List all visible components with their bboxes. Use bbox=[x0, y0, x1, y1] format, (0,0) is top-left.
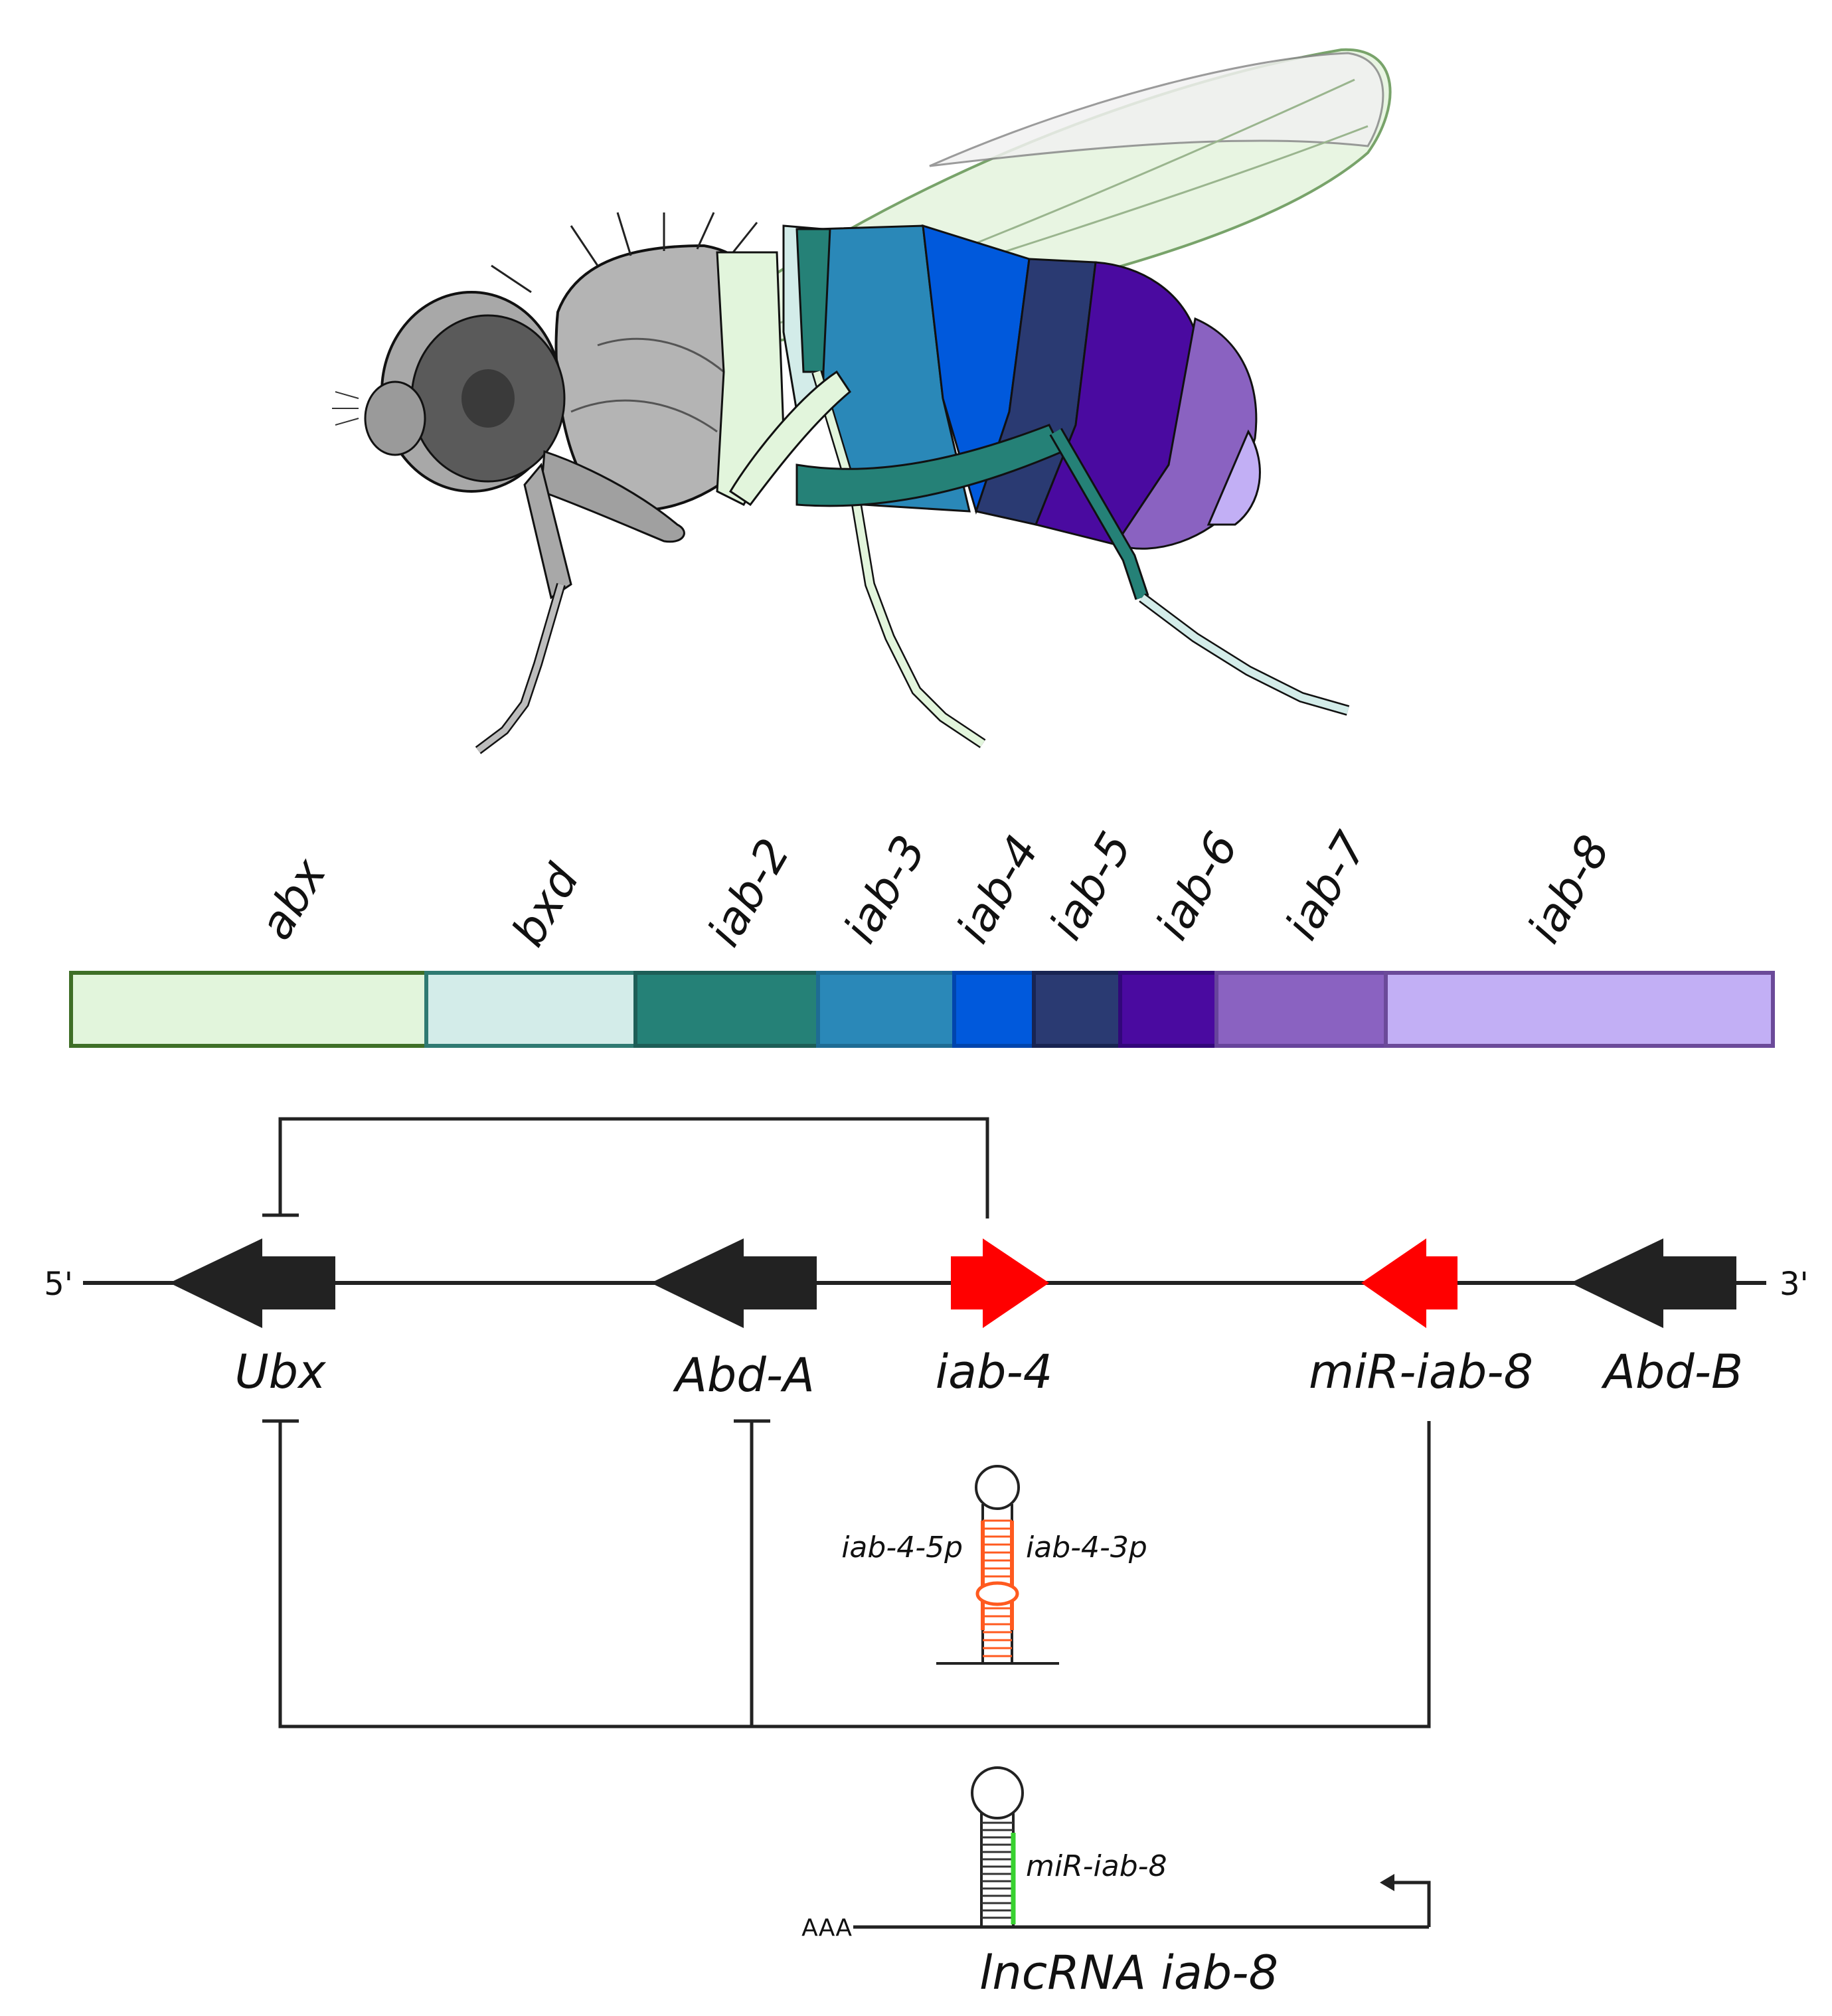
domain-label-iab8: iab-8 bbox=[1518, 827, 1620, 952]
domain-bar bbox=[69, 971, 1775, 1048]
domain-segment-iab8 bbox=[1384, 971, 1775, 1048]
domain-label-iab4: iab-4 bbox=[947, 827, 1049, 952]
iab4-label: iab-4 bbox=[936, 1345, 1053, 1399]
mir-iab8-gene-arrow bbox=[1361, 1238, 1457, 1328]
domain-label-iab5: iab-5 bbox=[1040, 823, 1142, 948]
abda-gene-arrow bbox=[651, 1238, 817, 1328]
domain-label-bxd: bxd bbox=[502, 856, 590, 956]
domain-label-iab2: iab-2 bbox=[698, 830, 800, 955]
abdb-gene-arrow bbox=[1570, 1238, 1736, 1328]
domain-label-iab7: iab-7 bbox=[1276, 823, 1378, 948]
domain-segment-iab6 bbox=[1118, 971, 1218, 1048]
iab4-hairpin: iab-4-5p iab-4-3p bbox=[841, 1465, 1147, 1665]
fly-illustration bbox=[332, 48, 1392, 754]
three-prime-label: 3' bbox=[1780, 1266, 1809, 1303]
ubx-gene-arrow bbox=[169, 1238, 335, 1328]
domain-label-iab6: iab-6 bbox=[1146, 823, 1248, 948]
mir-iab8-hairpin-label: miR-iab-8 bbox=[1026, 1849, 1167, 1883]
transcription-start-arrow bbox=[1384, 1881, 1431, 1927]
lncrna-iab8: AAA miR-iab-8 lncRNA iab-8 bbox=[801, 1766, 1431, 2000]
domain-segment-iab5 bbox=[1032, 971, 1122, 1048]
domain-segment-bxd bbox=[424, 971, 637, 1048]
abda-label: Abd-A bbox=[673, 1348, 815, 1402]
iab4-3p-label: iab-4-3p bbox=[1026, 1531, 1147, 1564]
domain-labels: abx bxd iab-2 iab-3 iab-4 iab-5 iab-6 ia… bbox=[250, 823, 1620, 955]
domain-segment-iab2 bbox=[633, 971, 820, 1048]
domain-segment-iab7 bbox=[1214, 971, 1388, 1048]
iab4-5p-label: iab-4-5p bbox=[841, 1531, 963, 1564]
mir-iab8-label: miR-iab-8 bbox=[1309, 1345, 1533, 1399]
lncrna-label: lncRNA iab-8 bbox=[979, 1946, 1278, 2000]
polya-label: AAA bbox=[801, 1914, 852, 1942]
domain-segment-iab4 bbox=[952, 971, 1036, 1048]
gene-locus: 5' 3' Ubx Abd-A iab-4 miR-iab-8 Abd-B bbox=[44, 1117, 1809, 1728]
mir-iab8-repression-line bbox=[278, 1421, 1431, 1728]
iab4-gene-arrow bbox=[951, 1238, 1049, 1328]
domain-label-iab3: iab-3 bbox=[834, 827, 936, 952]
domain-label-abx: abx bbox=[250, 850, 337, 948]
five-prime-label: 5' bbox=[44, 1266, 73, 1303]
iab4-repression-line bbox=[278, 1117, 989, 1218]
ubx-label: Ubx bbox=[234, 1345, 326, 1399]
abdb-label: Abd-B bbox=[1601, 1345, 1743, 1399]
domain-segment-abx bbox=[69, 971, 428, 1048]
domain-segment-iab3 bbox=[816, 971, 956, 1048]
